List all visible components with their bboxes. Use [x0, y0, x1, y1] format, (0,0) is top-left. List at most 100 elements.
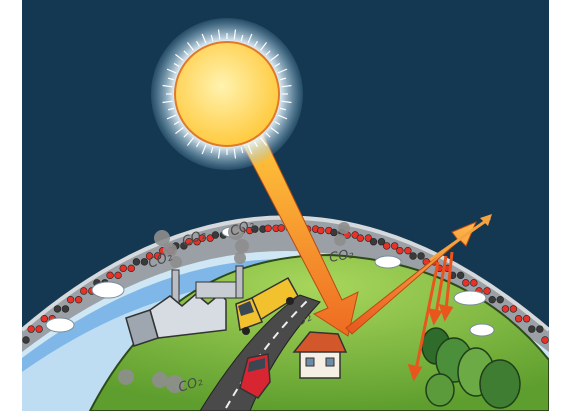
trees	[421, 327, 521, 409]
factory-annex	[195, 281, 237, 299]
sun-ray	[247, 33, 253, 44]
sun-ray	[281, 84, 292, 88]
sun-ray	[265, 132, 271, 138]
red-molecule	[198, 234, 214, 242]
sun-ray	[166, 68, 177, 74]
house-roof	[292, 331, 348, 353]
sun-ray	[162, 84, 173, 88]
sun-ray	[274, 62, 281, 68]
sun-ray	[183, 132, 189, 138]
sun-ray	[195, 40, 201, 47]
sun-ray	[233, 29, 237, 40]
sun-ray	[217, 148, 221, 159]
back-radiation-arrowhead	[407, 364, 423, 382]
incoming-solar-radiation-arrow	[239, 131, 359, 337]
smoke-puff	[338, 222, 350, 234]
red-molecule	[356, 234, 373, 242]
back-radiation-arrow	[444, 251, 454, 311]
smoke-puff	[152, 372, 168, 388]
escaping-radiation-arrow	[429, 216, 491, 262]
left-margin	[0, 0, 22, 411]
sun-ray	[233, 148, 237, 159]
co2-label: CO₂	[328, 247, 355, 266]
back-radiation-arrow	[434, 255, 448, 315]
red-molecule	[382, 242, 399, 250]
car	[239, 353, 271, 399]
cloud	[91, 281, 125, 299]
sun-ray	[253, 141, 259, 148]
sun-ray	[270, 53, 279, 61]
truck-wheel	[242, 327, 250, 335]
red-molecule	[185, 238, 201, 246]
sun-ray	[173, 62, 180, 68]
sun-ray	[195, 141, 201, 148]
sun-ray	[173, 120, 180, 126]
smoke-puff	[154, 230, 170, 246]
sun-ray	[186, 137, 194, 146]
truck-windshield	[238, 301, 254, 316]
sun-ray	[217, 29, 221, 40]
sun-ray	[186, 42, 194, 51]
tree	[425, 373, 455, 407]
sun-ray	[279, 77, 287, 81]
sun-ray	[270, 127, 279, 135]
smoke-puff	[163, 243, 177, 257]
sun-ray	[175, 53, 184, 61]
factory-chimney	[235, 265, 244, 299]
cloud	[45, 317, 75, 333]
house	[292, 331, 348, 379]
red-molecule	[396, 246, 412, 255]
sun-rays	[162, 29, 292, 159]
sun-ray	[240, 146, 244, 154]
back-radiation-arrowhead	[438, 304, 454, 322]
back-radiation-arrows	[407, 251, 454, 382]
tree	[479, 359, 521, 409]
smoke-puff	[235, 239, 249, 253]
sun-ray	[247, 144, 253, 155]
red-molecule	[106, 271, 122, 280]
house-window	[305, 357, 315, 367]
sun-ray	[201, 33, 207, 44]
sun-ray	[210, 146, 214, 154]
cloud	[453, 290, 487, 306]
red-molecule	[462, 279, 478, 287]
red-molecule	[145, 252, 162, 260]
dark-molecule	[132, 258, 149, 266]
red-molecule	[119, 264, 135, 273]
sun	[151, 18, 303, 170]
smoke-puff	[228, 224, 244, 240]
dark-molecule	[53, 305, 70, 313]
sun-ray	[166, 114, 177, 120]
truck	[235, 276, 299, 335]
sun-ray	[260, 137, 268, 146]
smoke	[118, 222, 350, 393]
smoke-puff	[334, 234, 346, 246]
co2-label: CO₂	[177, 374, 205, 396]
cloud	[374, 255, 402, 269]
sun-ray	[167, 77, 175, 81]
sun-ray	[274, 120, 281, 126]
red-molecule	[264, 224, 280, 232]
dark-molecule	[528, 325, 544, 333]
sun-ray	[201, 144, 207, 155]
sun-ray	[240, 34, 244, 42]
smoke-puff	[234, 252, 246, 264]
smoke-puff	[118, 369, 134, 385]
red-molecule	[514, 315, 531, 323]
sun-ray	[279, 107, 287, 111]
clouds	[45, 226, 495, 337]
dark-molecule	[409, 252, 425, 260]
red-molecule	[66, 295, 83, 304]
dark-molecule	[488, 295, 504, 304]
factory-wall	[125, 309, 159, 347]
dark-molecule	[369, 238, 386, 246]
sun-ray	[281, 100, 292, 104]
sun-ray	[210, 34, 214, 42]
truck-wheel	[286, 297, 294, 305]
house-window	[325, 357, 335, 367]
back-radiation-arrowhead	[427, 308, 443, 326]
sun-ray	[277, 68, 288, 74]
sun-ray	[167, 107, 175, 111]
factory	[125, 265, 244, 347]
